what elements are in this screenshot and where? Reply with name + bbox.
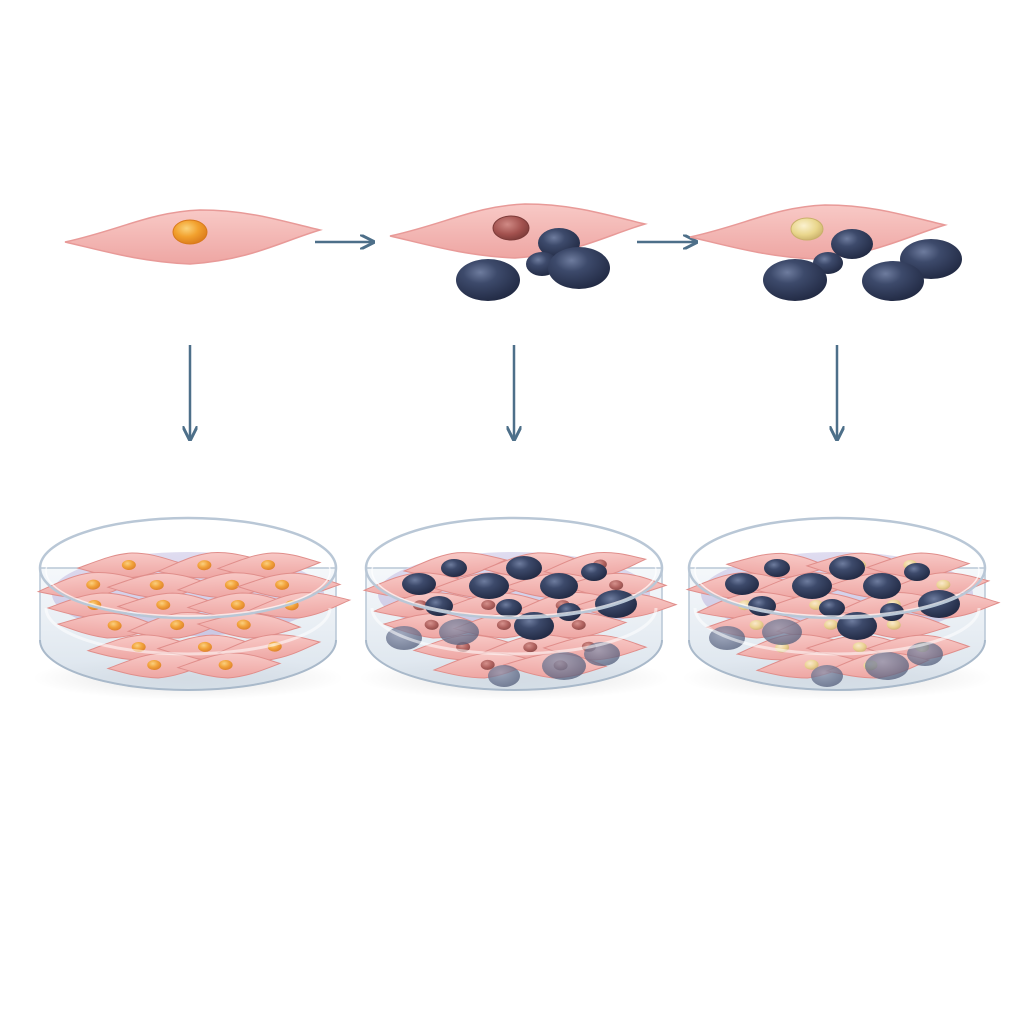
dish-cell	[77, 552, 181, 579]
petri-dish-2	[358, 516, 677, 700]
dish-cell	[845, 609, 951, 643]
dish-bead	[762, 619, 802, 645]
dish-cell	[107, 571, 211, 600]
dish-cell	[806, 632, 910, 663]
dish-1-cells	[36, 549, 352, 679]
dish-cell	[177, 652, 281, 679]
dish-cell	[433, 650, 537, 681]
dish-bead	[584, 642, 620, 666]
dish-bead	[469, 573, 509, 599]
dish-bead	[488, 665, 520, 687]
stage-1-nucleus	[172, 219, 208, 245]
dish-cell	[177, 570, 281, 601]
dish-bead	[764, 559, 790, 577]
stage-2-nucleus	[492, 215, 530, 241]
dish-bead	[829, 556, 865, 580]
petri-dish-1	[32, 516, 352, 700]
dish-bead	[819, 599, 845, 617]
dish-3-beads	[709, 556, 960, 687]
dish-bead	[439, 619, 479, 645]
dish-cell	[237, 571, 341, 600]
dish-bead	[581, 563, 607, 581]
dish-bead	[540, 573, 578, 599]
stage-3-beads	[763, 229, 962, 301]
dish-cell	[382, 608, 488, 643]
dish-cell	[126, 609, 232, 642]
dish-cell	[56, 608, 162, 643]
dish-cell	[117, 591, 221, 621]
stage-1-cell	[64, 209, 321, 265]
dish-bead	[904, 563, 930, 581]
dish-cell	[196, 608, 302, 643]
dish-cell	[156, 549, 262, 582]
dish-cell	[523, 611, 627, 640]
dish-cell	[563, 570, 668, 601]
dish-bead	[725, 573, 759, 595]
dish-bead	[792, 573, 832, 599]
dish-cell	[755, 650, 861, 681]
stage-2-beads	[456, 228, 610, 301]
petri-dish-3	[681, 516, 1000, 700]
dish-cell	[217, 551, 321, 579]
dish-bead	[811, 665, 843, 687]
dish-cell	[443, 592, 547, 619]
dish-cell	[187, 591, 291, 620]
dish-bead	[402, 573, 436, 595]
dish-bead	[542, 652, 586, 680]
dish-cell	[775, 609, 881, 642]
stage-2-cell	[389, 203, 646, 259]
dish-cell	[483, 632, 587, 663]
dish-bead	[865, 652, 909, 680]
dish-2-beads	[386, 556, 637, 687]
dish-cell	[36, 568, 142, 603]
dish-bead	[441, 559, 467, 577]
dish-cell	[453, 611, 557, 640]
dish-bead	[863, 573, 901, 599]
stage-3-nucleus	[790, 217, 824, 241]
dish-bead	[496, 599, 522, 617]
dish-bead	[506, 556, 542, 580]
stage-3-cell	[689, 204, 946, 260]
dish-cell	[886, 570, 990, 601]
dish-cell	[157, 633, 261, 663]
dish-bead	[907, 642, 943, 666]
dish-cell	[706, 611, 810, 640]
dish-cell	[107, 652, 211, 679]
